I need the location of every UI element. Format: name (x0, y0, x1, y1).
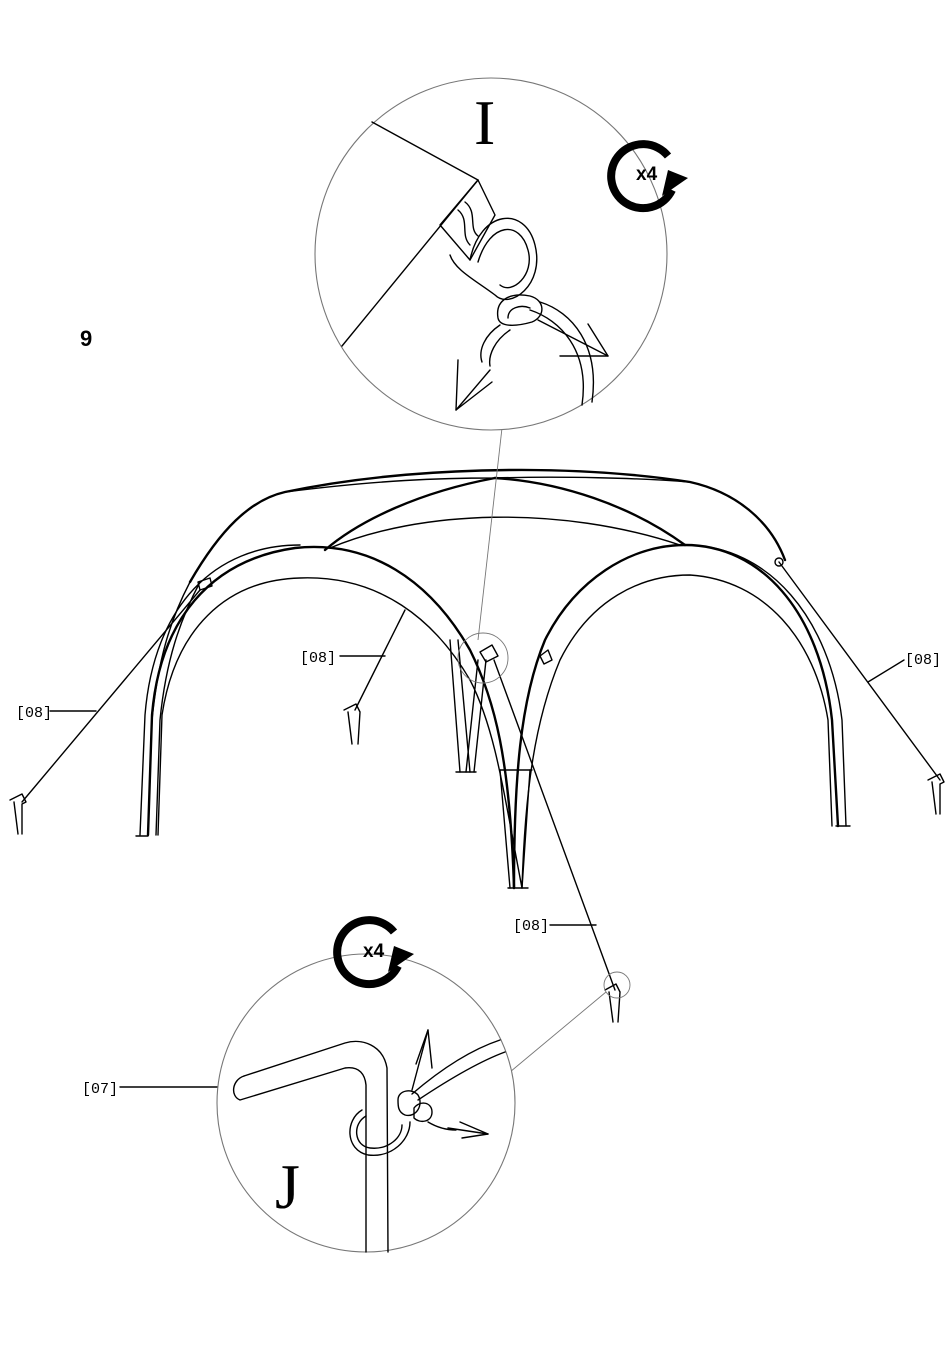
detail-i-connector (478, 428, 502, 640)
detail-i-callout: I x4 (315, 78, 688, 430)
label-guy-rope-front: [08] (513, 918, 549, 935)
detail-i-letter: I (474, 87, 495, 158)
detail-j-repeat-count: x4 (363, 941, 385, 962)
label-peg: [07] (82, 1081, 118, 1098)
label-guy-rope-left: [08] (16, 705, 52, 722)
step-number: 9 (80, 326, 92, 351)
detail-j-connector (510, 992, 606, 1072)
label-guy-rope-right: [08] (905, 652, 941, 669)
detail-j-letter: J (275, 1151, 300, 1222)
shelter-drawing (136, 470, 850, 888)
detail-j-callout: J x4 (217, 920, 515, 1252)
label-guy-rope-front-left: [08] (300, 650, 336, 667)
detail-i-repeat-count: x4 (636, 164, 658, 185)
